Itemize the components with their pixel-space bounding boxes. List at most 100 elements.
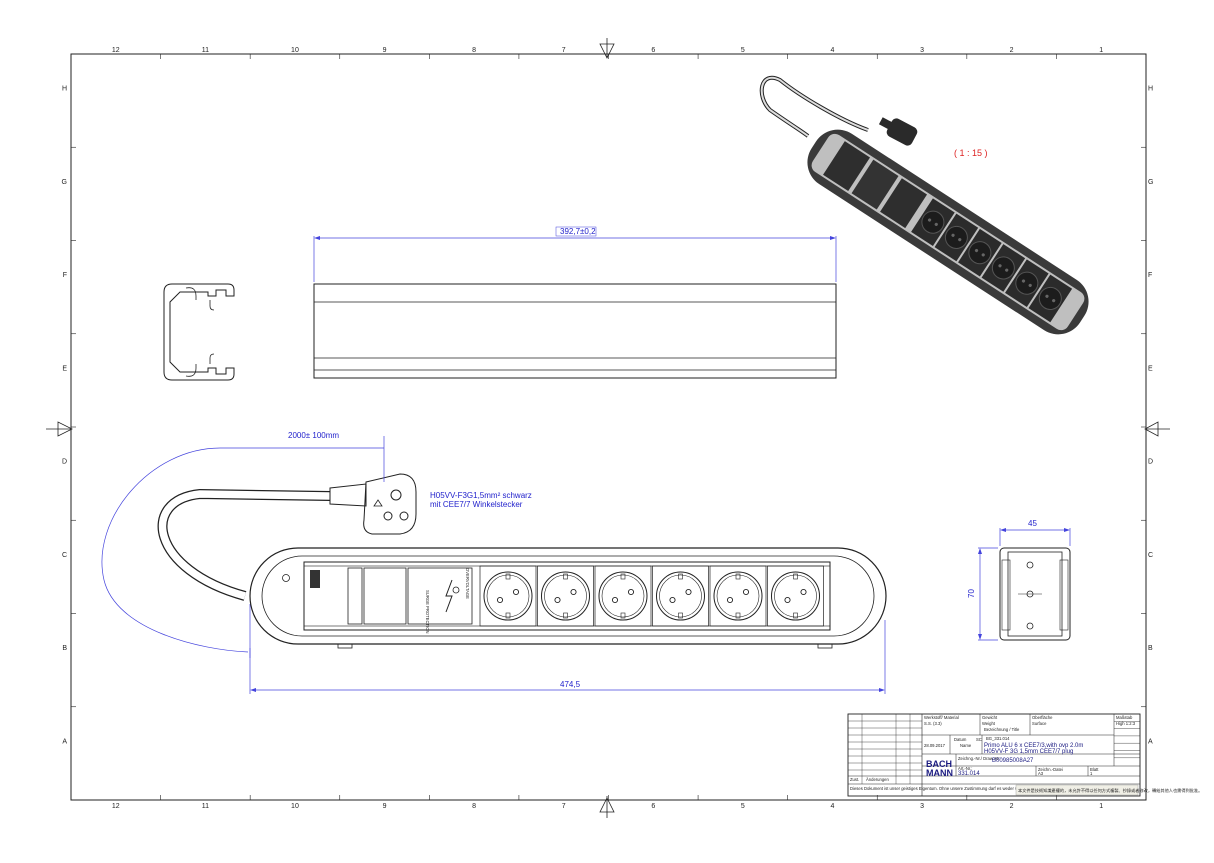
surface-label: Oberfläche <box>1032 715 1053 720</box>
material-label: Werkstoff/ Material <box>924 715 959 720</box>
row-label-right: H <box>1148 86 1153 93</box>
column-label-top: 11 <box>202 47 209 54</box>
sheet-label: Blatt <box>1090 767 1099 772</box>
frame-ticks <box>71 54 1146 800</box>
socket-row <box>479 565 824 627</box>
cable-note-line1: H05VV-F3G1,5mm² schwarz <box>430 491 532 500</box>
product-label-plate <box>310 570 320 588</box>
row-label-left: G <box>62 179 67 186</box>
column-label-bottom: 1 <box>1099 803 1103 810</box>
part-code: BG_331.014 <box>986 736 1010 741</box>
column-label-bottom: 11 <box>202 803 209 810</box>
column-label-top: 1 <box>1099 47 1103 54</box>
column-label-bottom: 5 <box>741 803 745 810</box>
row-label-left: B <box>62 645 67 652</box>
row-label-left: E <box>62 365 67 372</box>
socket-outlet <box>479 565 537 627</box>
description-label: Bezeichnung / Title <box>984 727 1020 732</box>
surge-protection-module: SURGE PROTECTION OVERVOLTAGE <box>425 568 470 634</box>
column-label-top: 5 <box>741 47 745 54</box>
changes-label: Änderungen <box>866 777 889 782</box>
drawing-number-label: Zeichng.-Nr./ Draw.-Nr. <box>958 756 1001 761</box>
article-number-label: Art.-Nr.: <box>958 766 972 771</box>
date-header: Datum <box>954 737 967 742</box>
side-end-view: 45 70 <box>967 519 1071 641</box>
row-label-right: F <box>1148 272 1152 279</box>
legal-note: Dieses Dokument ist unser geistiges Eige… <box>850 786 1115 791</box>
format-value: A3 <box>1038 771 1044 776</box>
row-label-left: C <box>62 552 67 559</box>
column-label-top: 2 <box>1010 47 1014 54</box>
end-profile-view <box>163 283 235 381</box>
surge-label-a: SURGE PROTECTION <box>425 590 430 634</box>
cable-note-line2: mit CEE7/7 Winkelstecker <box>430 500 523 509</box>
column-label-top: 3 <box>920 47 924 54</box>
cable-length-value: 2000± 100mm <box>288 431 339 440</box>
iso-socket <box>1005 259 1049 308</box>
column-label-bottom: 4 <box>831 803 835 810</box>
column-label-bottom: 10 <box>291 803 299 810</box>
iso-socket <box>1028 274 1073 323</box>
logo-line-1: BACH <box>926 759 952 769</box>
row-label-left: H <box>62 86 67 93</box>
surface-value: Surface <box>1032 721 1047 726</box>
surge-label-b: OVERVOLTAGE <box>465 568 470 599</box>
drawing-number: B00985008A27 <box>992 758 1034 764</box>
column-label-bottom: 6 <box>651 803 655 810</box>
row-label-right: E <box>1148 365 1153 372</box>
bachmann-logo: BACH MANN <box>926 759 953 778</box>
name-header: Name <box>960 743 972 748</box>
cable-length-dimension: 2000± 100mm <box>101 431 385 658</box>
dimension-length-top-value: 392,7 <box>560 227 581 236</box>
socket-outlet <box>537 565 594 627</box>
status-label: Zust. <box>850 777 859 782</box>
iso-socket <box>958 228 1002 277</box>
centering-arrow-top <box>599 38 615 59</box>
socket-outlet <box>652 565 709 627</box>
weight-value: Weight <box>982 721 996 726</box>
column-label-bottom: 9 <box>383 803 387 810</box>
column-label-top: 9 <box>383 47 387 54</box>
sheet-value: 1 <box>1090 771 1093 776</box>
row-label-left: F <box>63 272 67 279</box>
centering-arrow-bottom <box>599 796 615 818</box>
column-label-top: 6 <box>651 47 655 54</box>
profile-length-view <box>313 283 837 379</box>
row-label-right: C <box>1148 552 1153 559</box>
overall-length-value: 474,5 <box>560 680 581 689</box>
row-label-right: A <box>1148 738 1153 745</box>
angled-plug <box>329 473 417 535</box>
centering-arrow-right <box>1144 421 1170 437</box>
title-line-1: Primo ALU 6 x CEE7/3,with ovp 2.0m <box>984 743 1083 749</box>
row-label-left: A <box>62 738 67 745</box>
dimension-length-top-tolerance: ±0,2 <box>580 227 596 236</box>
drawing-border <box>70 53 1147 801</box>
column-label-top: 4 <box>831 47 835 54</box>
isometric-view: ( 1 : 15 ) <box>759 75 1089 335</box>
title-line-2: H05VV-F 3G 1,5mm CEE7/7 plug <box>984 749 1073 755</box>
socket-outlet <box>767 565 824 627</box>
scale-note: ( 1 : 15 ) <box>954 148 988 158</box>
column-label-top: 8 <box>472 47 476 54</box>
socket-outlet <box>709 565 767 627</box>
column-label-bottom: 12 <box>112 803 120 810</box>
socket-outlet <box>594 565 652 627</box>
row-label-right: D <box>1148 459 1153 466</box>
scale-value: High 1:2:3 <box>1116 721 1136 726</box>
article-number: 331.014 <box>958 771 980 777</box>
title-block: Werkstoff/ Material S.S. (3.3) Gewicht W… <box>847 713 1202 797</box>
dimension-length-top: 392,7 ±0,2 <box>313 226 837 282</box>
iso-socket <box>981 244 1026 292</box>
column-label-bottom: 3 <box>920 803 924 810</box>
column-label-top: 10 <box>291 47 299 54</box>
centering-arrow-left <box>46 421 73 437</box>
logo-line-2: MANN <box>926 768 953 778</box>
iso-socket <box>934 213 979 262</box>
row-label-right: G <box>1148 179 1153 186</box>
drawn-by-value: SC <box>976 737 982 742</box>
column-label-bottom: 2 <box>1010 803 1014 810</box>
column-label-bottom: 7 <box>562 803 566 810</box>
column-label-bottom: 8 <box>472 803 476 810</box>
